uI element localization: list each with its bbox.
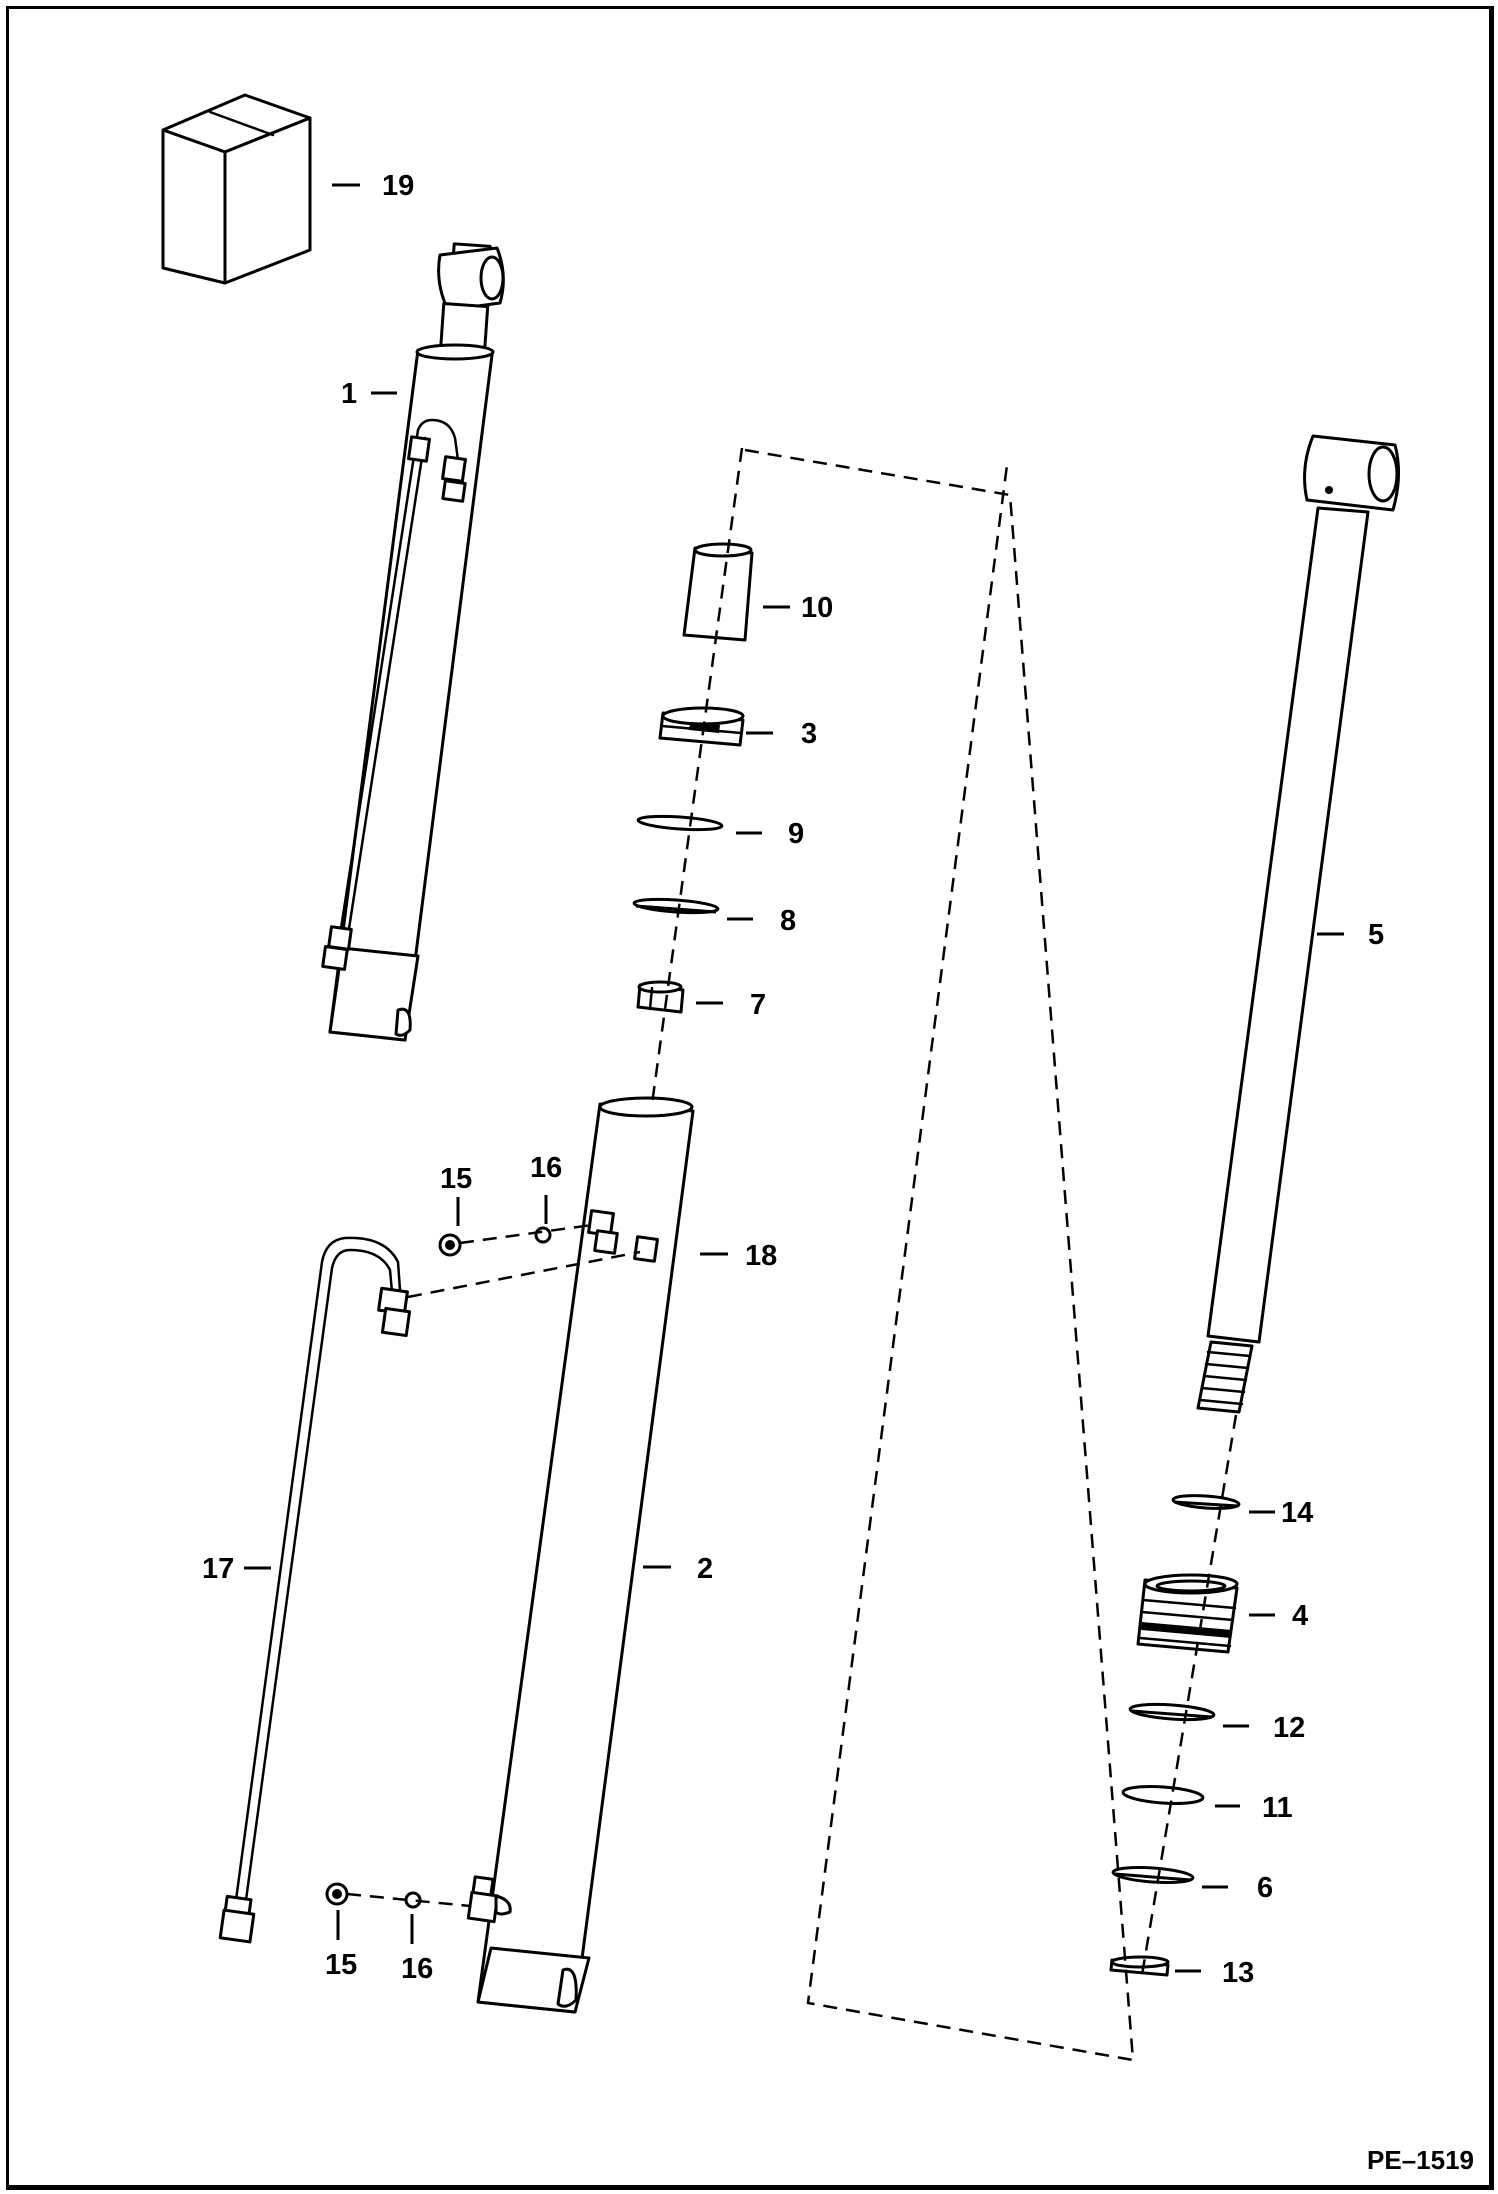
figure-code: PE–1519 xyxy=(1367,2145,1474,2175)
callout-12: 12 xyxy=(1273,1712,1305,1744)
diagram-border xyxy=(6,6,1494,2190)
callout-17: 17 xyxy=(202,1553,234,1585)
callout-2: 2 xyxy=(697,1553,713,1585)
tube-part-17 xyxy=(218,1236,412,1944)
callout-16-bottom: 16 xyxy=(401,1953,433,1985)
callout-7: 7 xyxy=(750,989,766,1021)
ring-8-inner xyxy=(635,904,717,914)
assembly-guide-lines xyxy=(346,447,1238,2062)
leader-lines xyxy=(244,183,1344,1973)
ring-12-inner xyxy=(1131,1709,1213,1719)
ring-part-11 xyxy=(1121,1785,1205,1805)
barrel-part-2 xyxy=(466,1096,695,2014)
callout-18: 18 xyxy=(745,1240,777,1272)
seal-kit-box xyxy=(161,93,312,285)
piston-part-3 xyxy=(658,706,745,747)
washer-part-13 xyxy=(1109,1955,1170,1977)
callout-6: 6 xyxy=(1257,1872,1273,1904)
callout-3: 3 xyxy=(801,718,817,750)
callout-5: 5 xyxy=(1368,919,1384,951)
callout-numbers: 19 1 10 3 9 8 7 18 2 17 5 14 4 12 11 6 1… xyxy=(202,170,1384,1989)
plug-part-15-top xyxy=(438,1233,462,1257)
gland-part-4 xyxy=(1136,1573,1239,1654)
callout-4: 4 xyxy=(1292,1600,1308,1632)
callout-19: 19 xyxy=(382,170,414,202)
callout-16-top: 16 xyxy=(530,1152,562,1184)
callout-1: 1 xyxy=(341,378,357,410)
callout-8: 8 xyxy=(780,905,796,937)
callout-13: 13 xyxy=(1222,1957,1254,1989)
o-ring-part-16-top xyxy=(534,1226,552,1244)
callout-10: 10 xyxy=(801,592,833,624)
ring-part-9 xyxy=(636,814,724,832)
ring-6-inner xyxy=(1114,1872,1192,1882)
ring-14-inner xyxy=(1173,1500,1239,1508)
callout-14: 14 xyxy=(1281,1497,1313,1529)
callout-15-top: 15 xyxy=(440,1163,472,1195)
spacer-part-10 xyxy=(682,542,754,642)
nut-part-7 xyxy=(636,980,685,1014)
callout-11: 11 xyxy=(1262,1792,1293,1824)
callout-15-bottom: 15 xyxy=(325,1949,357,1981)
cylinder-assembly xyxy=(321,242,505,1042)
plug-part-15-bottom xyxy=(325,1882,349,1906)
callout-9: 9 xyxy=(788,818,804,850)
rod-part-5 xyxy=(1196,434,1401,1414)
